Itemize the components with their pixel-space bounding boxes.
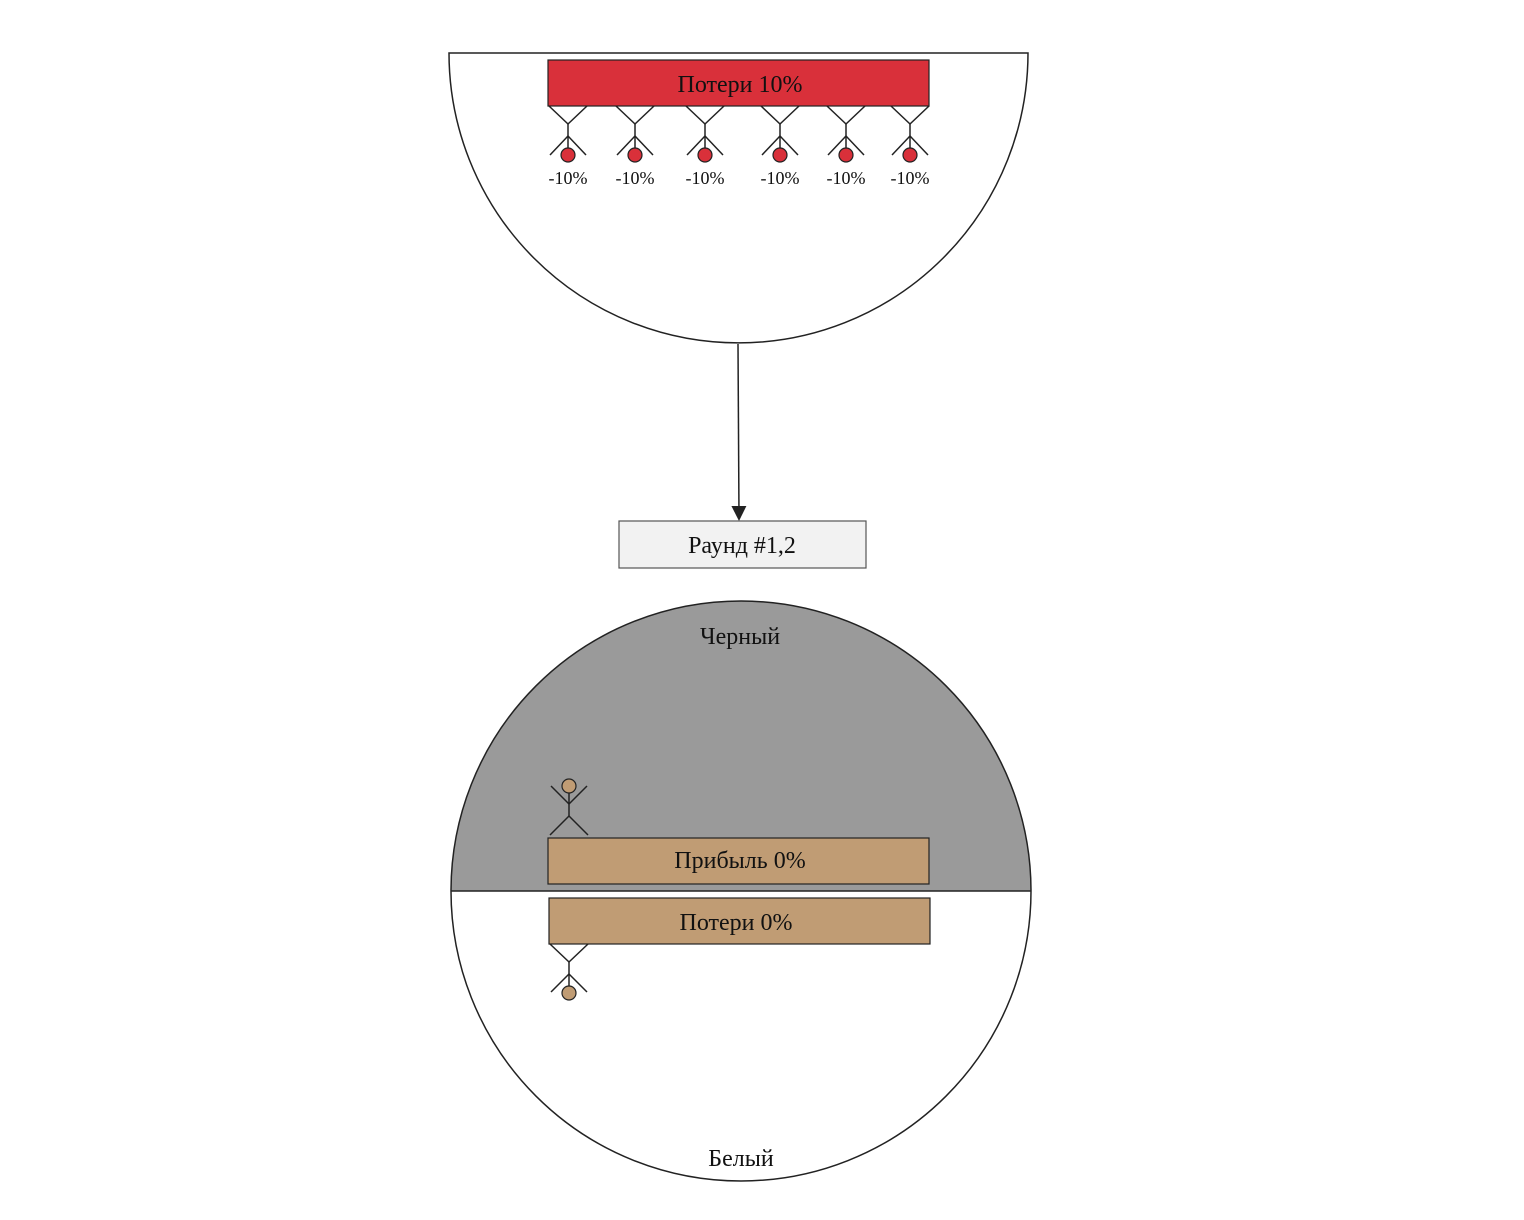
loss-figure: -10% [615,105,655,188]
top-figures: -10% -10% -10% -10% -10% -10% [548,105,930,188]
figure-limb [634,135,654,156]
figure-loss-label: -10% [549,168,588,188]
figure-limb [761,135,781,156]
figure-limb [845,105,866,125]
loss-bar-bottom-label: Потери 0% [680,910,793,936]
figure-limb [890,105,911,125]
black-label: Черный [700,624,780,650]
loss-figure: -10% [890,105,930,188]
figure-limb [616,135,636,156]
player-figure-top [549,778,589,836]
figure-loss-label: -10% [761,168,800,188]
figure-limb [909,135,929,156]
figure-head [560,147,576,163]
loss-figure: -10% [760,105,800,188]
figure-limb [704,135,724,156]
figure-limb [909,105,930,125]
round-box-label: Раунд #1,2 [688,533,796,559]
player-head-bottom [561,985,577,1001]
profit-bar [547,837,930,885]
top-group: Потери 10% -10% -10% -10% -10% -10% -10% [448,52,1029,344]
loss-figure: -10% [548,105,588,188]
figure-limb [826,105,847,125]
figure-limb [548,105,569,125]
figure-limb [685,105,706,125]
bottom-group: Черный Белый Прибыль 0% Потери 0% [450,600,1032,1182]
figure-limb [827,135,847,156]
player-figure-bottom [549,943,589,1001]
figure-loss-label: -10% [891,168,930,188]
figure-head [838,147,854,163]
figure-limb [704,105,725,125]
figure-limb [567,105,588,125]
loss-figure: -10% [826,105,866,188]
figure-limb [549,135,569,156]
loss-figure: -10% [685,105,725,188]
figure-head [627,147,643,163]
figure-limb [779,105,800,125]
figure-limb [891,135,911,156]
profit-bar-label: Прибыль 0% [674,848,805,874]
figure-limb [567,135,587,156]
figure-limb [779,135,799,156]
white-label: Белый [708,1146,774,1172]
figure-loss-label: -10% [616,168,655,188]
loss-bar-top-label: Потери 10% [678,72,803,98]
figure-loss-label: -10% [827,168,866,188]
figure-limb [634,105,655,125]
figure-head [902,147,918,163]
figure-limb [760,105,781,125]
round-box-group: Раунд #1,2 [618,520,867,569]
figure-head [697,147,713,163]
figure-limb [615,105,636,125]
connector-arrow [731,343,747,521]
top-half-circle [448,52,1029,344]
figure-head [772,147,788,163]
figure-limb [686,135,706,156]
figure-limb [845,135,865,156]
loss-bar-top [547,59,930,107]
round-box [618,520,867,569]
loss-bar-bottom [548,897,931,945]
player-head-top [561,778,577,794]
figure-loss-label: -10% [686,168,725,188]
